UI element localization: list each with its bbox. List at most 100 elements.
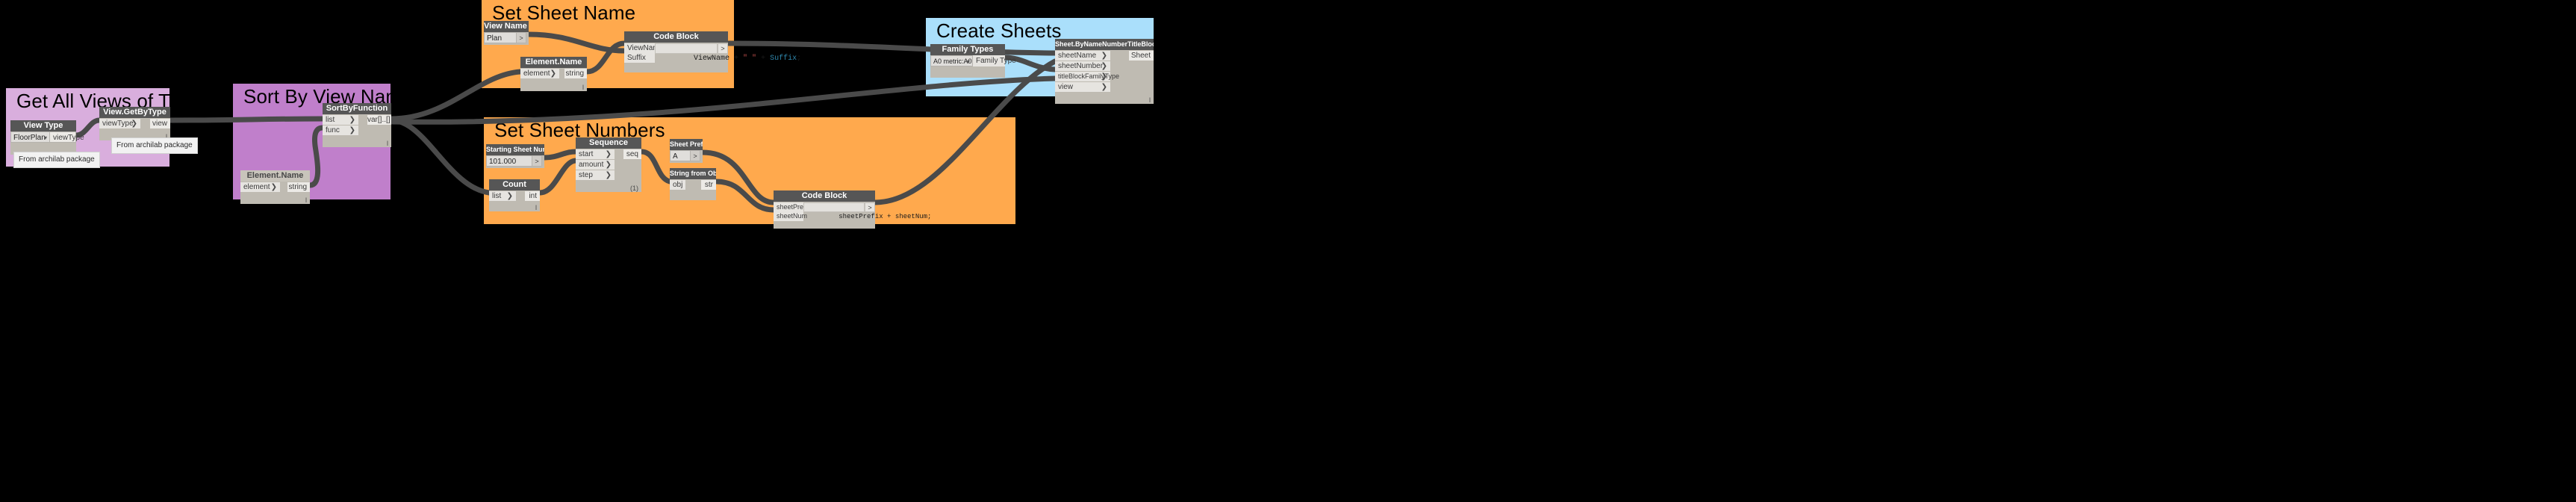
node-view-getbytype[interactable]: View.GetByType viewType ❯ view l: [99, 107, 170, 140]
node-sequence[interactable]: Sequence start ❯ amount ❯ step ❯ seq (1): [576, 137, 641, 192]
port-out-suffix[interactable]: >: [516, 32, 526, 43]
port-out-number[interactable]: >: [532, 155, 542, 167]
port-label: var[]..[]: [367, 116, 391, 124]
node-title: Code Block: [624, 31, 728, 43]
port-out-string[interactable]: string: [564, 69, 587, 78]
port-out-view[interactable]: view: [150, 119, 170, 128]
node-count[interactable]: Count list ❯ int l: [489, 179, 540, 211]
node-element-name-sheet[interactable]: Element.Name element ❯ string l: [520, 57, 587, 91]
port-label: amount: [579, 161, 604, 169]
port-label: str: [704, 181, 713, 189]
port-label: obj: [673, 181, 683, 189]
node-sheet-prefix[interactable]: Sheet Prefix A >: [670, 139, 703, 163]
port-in-list[interactable]: list ❯: [323, 115, 358, 125]
chevron-right-icon: ❯: [349, 126, 355, 134]
lacing-indicator: l: [582, 84, 584, 91]
node-title: View Name Suffix: [484, 21, 529, 32]
port-in-sheetnumber[interactable]: sheetNumber ❯: [1055, 61, 1110, 71]
wire-sort-to-count: [388, 117, 492, 196]
port-in-sheetprefix[interactable]: sheetPrefix: [774, 202, 810, 212]
port-label: func: [326, 126, 340, 134]
node-title: View.GetByType: [99, 107, 170, 118]
group-title: Create Sheets: [936, 19, 1062, 42]
starting-sheet-number-input[interactable]: 101.000: [486, 155, 532, 167]
port-out-viewtype[interactable]: viewType: [50, 131, 84, 143]
view-name-suffix-input[interactable]: Plan: [484, 32, 516, 43]
port-out-int[interactable]: int: [525, 191, 540, 201]
node-starting-sheet-number[interactable]: Starting Sheet Number 101.000 >: [486, 144, 544, 168]
view-type-value: FloorPlan: [13, 134, 46, 142]
note-from-archilab-view-type[interactable]: From archilab package: [13, 152, 100, 168]
port-in-element[interactable]: element ❯: [520, 69, 559, 78]
port-in-viewtype[interactable]: viewType ❯: [99, 119, 140, 128]
node-sheet-bynamenumbertitleblockandview[interactable]: Sheet.ByNameNumberTitleBlockAndView shee…: [1055, 39, 1154, 104]
node-sort-by-function[interactable]: SortByFunction list ❯ func ❯ var[]..[] l: [323, 103, 391, 147]
chevron-right-icon: ❯: [1101, 72, 1107, 81]
node-title: SortByFunction: [323, 103, 391, 114]
chevron-down-icon: ▾: [43, 134, 47, 141]
family-types-dropdown[interactable]: A0 metric:A0 metric ▾: [930, 55, 973, 66]
port-label: string: [565, 69, 584, 78]
port-in-suffix[interactable]: Suffix: [624, 53, 655, 63]
node-title: Element.Name: [520, 57, 587, 68]
port-in-view[interactable]: view ❯: [1055, 82, 1110, 92]
port-out-string[interactable]: string: [287, 182, 310, 192]
port-label: list: [326, 116, 335, 124]
port-in-list[interactable]: list ❯: [489, 191, 516, 201]
chevron-right-icon: ❯: [605, 161, 612, 169]
port-out-seq[interactable]: seq: [623, 149, 641, 159]
port-label: list: [492, 192, 502, 200]
node-element-name-sort[interactable]: Element.Name element ❯ string l: [240, 170, 310, 204]
port-label: Suffix: [627, 54, 646, 62]
port-label: element: [243, 183, 270, 191]
lacing-indicator: l: [166, 133, 167, 140]
port-in-sheetnum[interactable]: sheetNum: [774, 211, 807, 221]
port-in-element[interactable]: element ❯: [240, 182, 280, 192]
node-title: Sheet.ByNameNumberTitleBlockAndView: [1055, 39, 1154, 50]
group-title: Set Sheet Name: [492, 1, 636, 24]
code-block-editor[interactable]: ViewName + " " + Suffix;: [655, 43, 801, 63]
port-label: start: [579, 150, 594, 158]
sheet-prefix-input[interactable]: A: [670, 150, 690, 161]
lacing-indicator: l: [305, 196, 307, 204]
port-in-start[interactable]: start ❯: [576, 149, 615, 159]
port-in-step[interactable]: step ❯: [576, 170, 615, 180]
port-label: ViewName: [627, 44, 664, 52]
view-type-dropdown[interactable]: FloorPlan ▾: [10, 131, 50, 143]
port-out-codeblock[interactable]: >: [718, 43, 728, 54]
code-block-editor[interactable]: sheetPrefix + sheetNum;: [803, 202, 931, 220]
port-out-var[interactable]: var[]..[]: [367, 115, 391, 125]
port-out-sheet[interactable]: Sheet: [1129, 51, 1154, 61]
port-out-codeblock[interactable]: >: [865, 202, 875, 212]
port-label: viewType: [102, 120, 134, 128]
node-code-block-sheet-name[interactable]: Code Block ViewName Suffix ViewName + " …: [624, 31, 801, 72]
group-set-sheet-numbers[interactable]: Set Sheet Numbers: [484, 117, 1015, 224]
node-code-block-sheet-number[interactable]: Code Block sheetPrefix sheetNum sheetPre…: [774, 190, 931, 229]
port-in-sheetname[interactable]: sheetName ❯: [1055, 51, 1110, 61]
node-family-types[interactable]: Family Types A0 metric:A0 metric ▾ Famil…: [930, 44, 1016, 78]
port-label: sheetPrefix: [777, 203, 811, 211]
node-view-name-suffix[interactable]: View Name Suffix Plan >: [484, 21, 529, 45]
node-view-type[interactable]: View Type FloorPlan ▾ viewType: [10, 120, 84, 155]
code-text: ViewName + " " + Suffix;: [694, 55, 802, 63]
port-in-func[interactable]: func ❯: [323, 126, 358, 135]
lacing-indicator: l: [1149, 96, 1151, 104]
port-label: element: [523, 69, 550, 78]
port-out-str[interactable]: str: [701, 180, 716, 190]
node-string-from-object[interactable]: String from Object obj str: [670, 168, 716, 200]
lacing-indicator: l: [535, 204, 537, 211]
port-label: int: [529, 192, 537, 200]
port-out-family-type[interactable]: Family Type: [973, 55, 1016, 66]
port-in-obj[interactable]: obj: [670, 180, 685, 190]
port-in-amount[interactable]: amount ❯: [576, 160, 615, 170]
note-from-archilab-getbytype[interactable]: From archilab package: [111, 137, 198, 154]
port-in-titleblockfamilytype[interactable]: titleBlockFamilyType ❯: [1055, 72, 1119, 81]
chevron-right-icon: ❯: [131, 120, 137, 128]
port-in-viewname[interactable]: ViewName: [624, 43, 663, 53]
chevron-right-icon: ❯: [605, 150, 612, 158]
code-text: sheetPrefix + sheetNum;: [839, 213, 932, 220]
chevron-right-icon: ❯: [550, 69, 556, 78]
port-label: sheetNum: [777, 212, 808, 220]
chevron-down-icon: ▾: [966, 58, 970, 65]
port-out-prefix[interactable]: >: [690, 150, 700, 161]
